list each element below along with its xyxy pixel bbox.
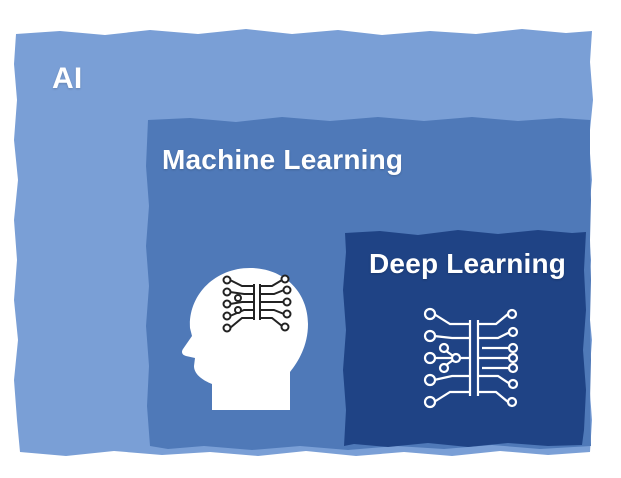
- head-silhouette: [182, 268, 308, 410]
- network-lines: [433, 313, 511, 403]
- neural-network-icon: [423, 307, 519, 409]
- machine-learning-label: Machine Learning: [162, 144, 404, 175]
- head-network-lines: [229, 279, 285, 329]
- deep-learning-label: Deep Learning: [369, 248, 567, 279]
- network-nodes: [423, 307, 519, 409]
- head-with-network-icon: [182, 268, 308, 410]
- ai-label: AI: [52, 62, 83, 95]
- head-network-nodes: [222, 274, 292, 333]
